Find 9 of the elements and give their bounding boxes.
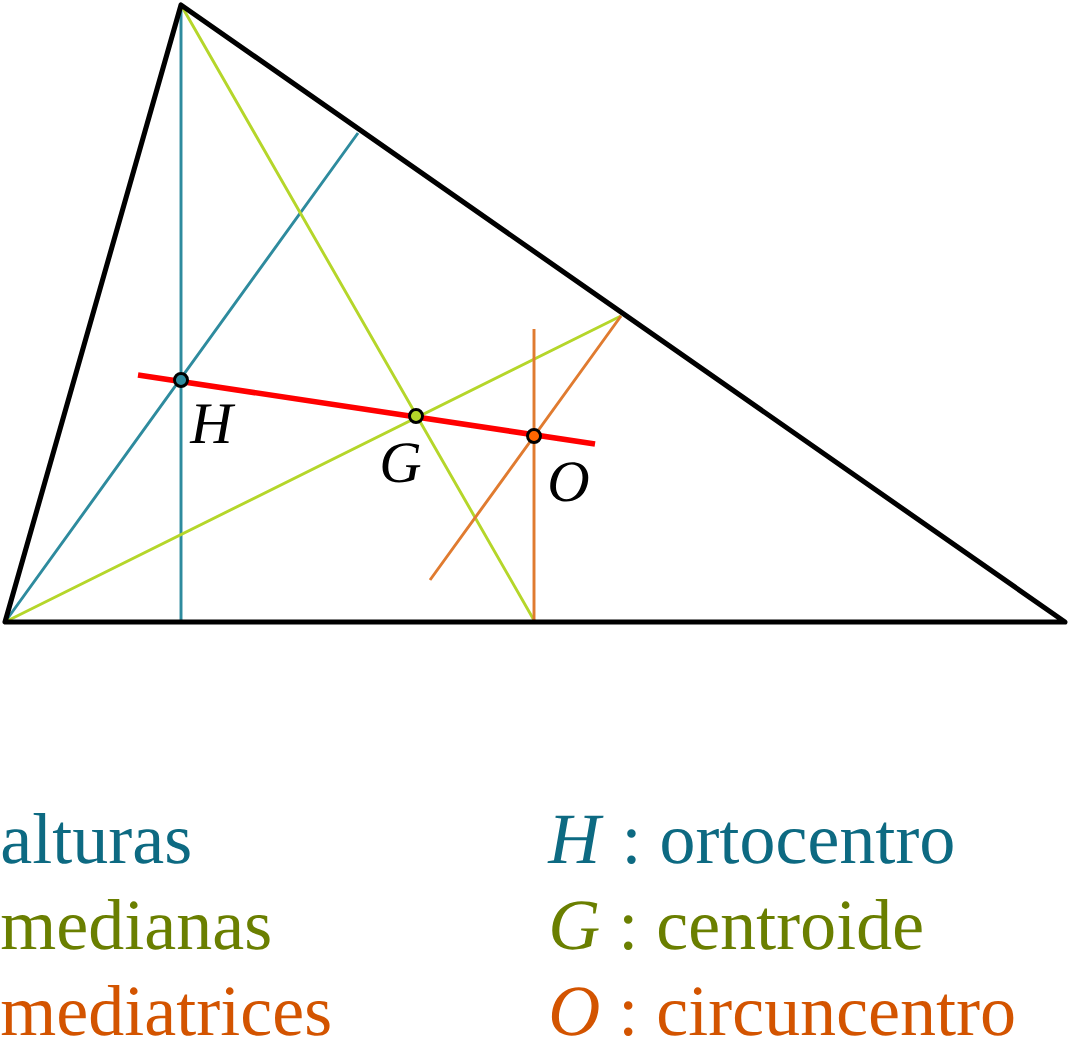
point-label: G	[382, 443, 421, 483]
legend-entry: H : ortocentro	[547, 815, 953, 864]
legend-entry: G : centroide	[552, 899, 922, 950]
legend-entry: alturas	[2, 813, 190, 864]
point-label: O	[550, 462, 589, 502]
point-label: H	[189, 404, 236, 443]
legend-entry: O : circuncentro	[551, 987, 1014, 1036]
legend-entry: mediatrices	[1, 985, 330, 1036]
legend-entry: medianas	[1, 899, 270, 950]
